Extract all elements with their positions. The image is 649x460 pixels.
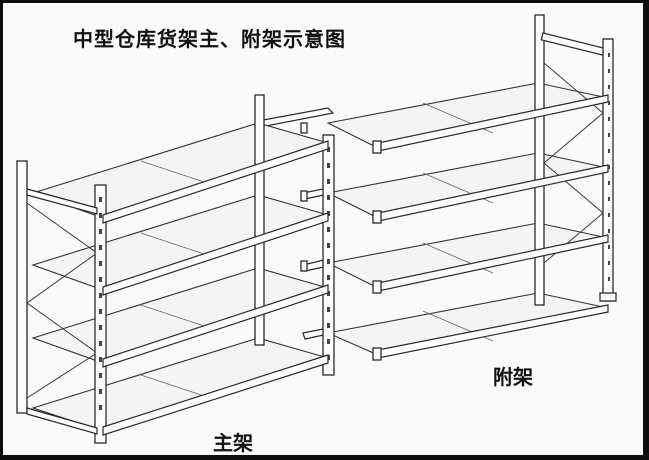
main-front-beam-1 xyxy=(102,140,329,224)
main-front-beam-3 xyxy=(102,284,329,368)
aux-shelf-level-4 xyxy=(326,292,609,356)
aux-rack-label: 附架 xyxy=(493,365,533,389)
main-front-beam-2 xyxy=(102,212,329,296)
aux-rear-upright xyxy=(534,14,545,306)
main-front-beam-4 xyxy=(102,354,329,436)
auxiliary-rack xyxy=(257,14,617,361)
diagram-title: 中型仓库货架主、附架示意图 xyxy=(73,27,346,51)
shelving-drawing xyxy=(16,14,617,444)
main-rack-label: 主架 xyxy=(213,431,253,455)
main-front-right-upright xyxy=(322,134,335,376)
diagram-canvas: 中型仓库货架主、附架示意图 主架 附架 xyxy=(3,3,643,455)
aux-shelf-level-3 xyxy=(326,222,609,289)
main-rack xyxy=(16,53,610,444)
main-rear-right-upright xyxy=(254,94,265,346)
aux-shelf-level-1 xyxy=(326,82,609,149)
aux-shelf-level-2 xyxy=(326,152,609,219)
main-rear-left-upright xyxy=(16,160,28,414)
